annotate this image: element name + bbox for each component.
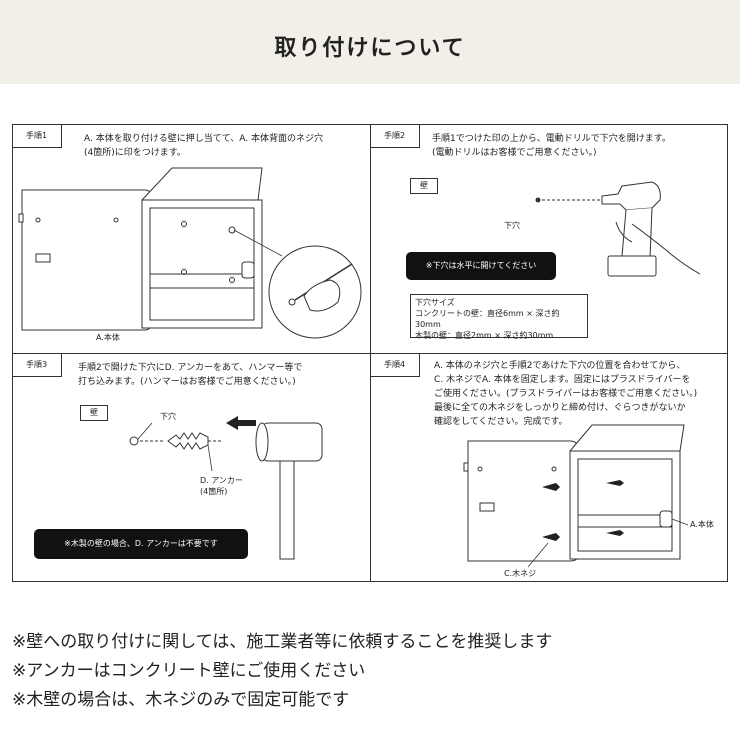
step-4-screw-label: C.木ネジ — [504, 569, 537, 578]
note-item: ※木壁の場合は、木ネジのみで固定可能です — [12, 690, 350, 710]
step-2-wall-label: 壁 — [410, 178, 438, 194]
step-2-size-wood: 木製の壁：直径2mm × 深さ約30mm — [415, 331, 554, 340]
step-2-text: 手順1でつけた印の上から、電動ドリルで下穴を開けます。 (電動ドリルはお客様でご… — [432, 134, 671, 158]
step-3-panel: 手順3 手順2で開けた下穴にD. アンカーをあて、ハンマー等で 打ち込みます。(… — [12, 353, 369, 582]
page-header: 取り付けについて — [0, 0, 740, 84]
step-1-body-label: A.本体 — [96, 333, 120, 342]
step-3-anchor-label: D. アンカー (4箇所) — [200, 476, 243, 496]
step-1-text: A. 本体を取り付ける壁に押し当てて、A. 本体背面のネジ穴 (4箇所)に印をつ… — [84, 134, 323, 158]
step-2-notice: ※下穴は水平に開けてください — [406, 252, 556, 280]
step-3-text: 手順2で開けた下穴にD. アンカーをあて、ハンマー等で 打ち込みます。(ハンマー… — [78, 363, 303, 387]
step-3-notice: ※木製の壁の場合、D. アンカーは不要です — [34, 529, 248, 559]
step-2-panel: 手順2 手順1でつけた印の上から、電動ドリルで下穴を開けます。 (電動ドリルはお… — [370, 124, 728, 352]
step-1-tag: 手順1 — [12, 124, 62, 148]
step-2-hole-label: 下穴 — [504, 221, 520, 230]
step-4-illustration — [463, 424, 689, 568]
page-title: 取り付けについて — [274, 36, 466, 61]
step-4-tag: 手順4 — [370, 353, 420, 377]
step-1-illustration — [18, 167, 362, 339]
note-item: ※アンカーはコンクリート壁にご使用ください — [12, 661, 366, 681]
step-3-wall-label: 壁 — [80, 405, 108, 421]
step-2-tag: 手順2 — [370, 124, 420, 148]
notes-list: ※壁への取り付けに関しては、施工業者等に依頼することを推奨します ※アンカーはコ… — [12, 628, 552, 715]
step-2-size-concrete: コンクリートの壁：直径6mm × 深さ約30mm — [415, 309, 560, 329]
step-2-size-title: 下穴サイズ — [415, 298, 455, 307]
step-4-body-label: A.本体 — [690, 520, 714, 529]
step-3-hole-label: 下穴 — [160, 412, 176, 421]
divider-horizontal — [13, 353, 727, 354]
steps-grid — [12, 124, 728, 582]
note-item: ※壁への取り付けに関しては、施工業者等に依頼することを推奨します — [12, 632, 553, 652]
step-3-tag: 手順3 — [12, 353, 62, 377]
step-4-panel: 手順4 A. 本体のネジ穴と手順2であけた下穴の位置を合わせてから、 C. 木ネ… — [370, 353, 728, 582]
step-2-size-box: 下穴サイズ コンクリートの壁：直径6mm × 深さ約30mm 木製の壁：直径2m… — [410, 294, 588, 340]
step-4-text: A. 本体のネジ穴と手順2であけた下穴の位置を合わせてから、 C. 木ネジでA.… — [434, 361, 698, 427]
step-1-panel: 手順1 A. 本体を取り付ける壁に押し当てて、A. 本体背面のネジ穴 (4箇所)… — [12, 124, 369, 352]
step-2-illustration — [535, 181, 701, 277]
step-3-illustration — [129, 416, 323, 560]
